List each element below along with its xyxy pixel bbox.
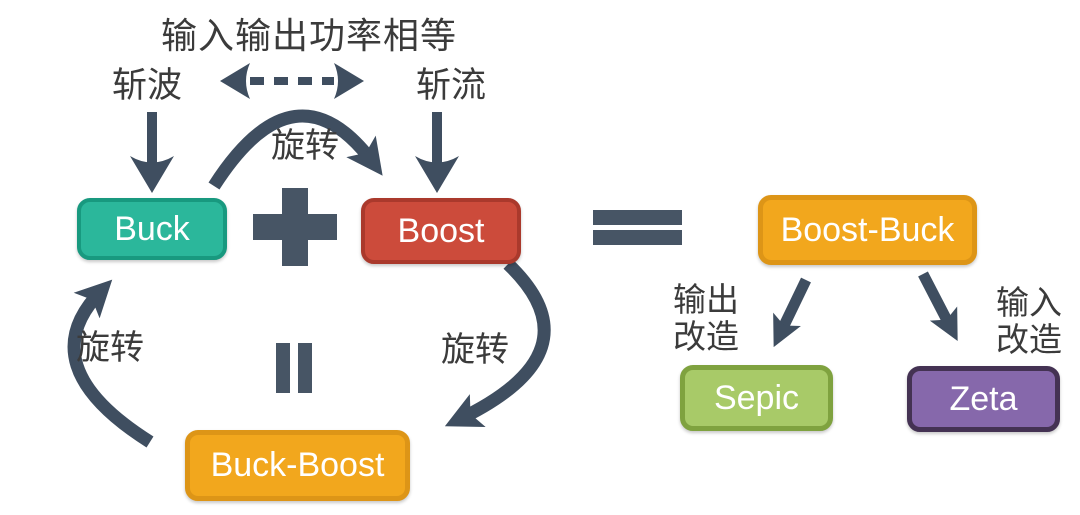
node-buck-label: Buck [114,209,190,248]
equals-icon [593,210,682,245]
curved-arrow-rotate-top [208,109,383,190]
arrow-chop-current-down [415,112,459,193]
node-buck: Buck [77,198,227,260]
dashed-double-arrow-power-equal [220,63,364,99]
label-chop-current: 斩流 [415,66,486,105]
label-input-rework: 输入 改造 [996,284,1062,358]
node-boost-buck: Boost-Buck [758,195,977,265]
arrow-boost-buck-to-sepic [773,277,811,348]
label-rotate-right: 旋转 [441,331,509,369]
curved-arrow-rotate-left [67,279,154,448]
node-buck-boost: Buck-Boost [185,430,410,501]
node-boost: Boost [361,198,521,264]
diagram-title: 输入输出功率相等 [160,15,457,56]
node-zeta: Zeta [907,366,1060,432]
node-sepic: Sepic [680,365,833,431]
node-boost-label: Boost [397,211,485,250]
vertical-equals-icon [276,343,312,393]
arrow-chop-wave-down [130,112,174,193]
node-buck-boost-label: Buck-Boost [210,446,385,484]
label-chop-wave: 斩波 [111,66,182,105]
node-zeta-label: Zeta [949,379,1018,418]
arrow-boost-buck-to-zeta [918,271,958,341]
label-output-rework: 输出 改造 [673,281,739,355]
node-boost-buck-label: Boost-Buck [780,210,955,249]
plus-icon [253,188,337,266]
curved-arrow-rotate-right [444,259,551,427]
label-rotate-left: 旋转 [76,329,144,367]
node-sepic-label: Sepic [713,378,800,417]
label-rotate-top: 旋转 [271,127,339,165]
